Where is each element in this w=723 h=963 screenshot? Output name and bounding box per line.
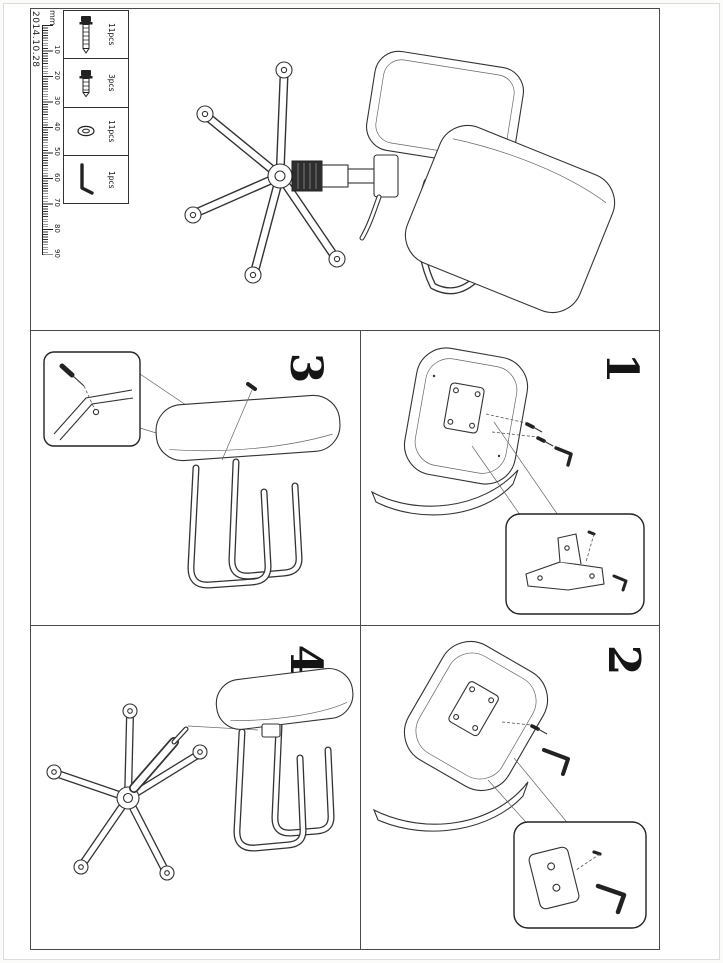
part-qty: 1pcs <box>107 170 116 189</box>
allen-key-icon <box>80 163 94 196</box>
ruler-tick-label: 80 <box>53 224 61 233</box>
washer-icon <box>77 125 95 137</box>
ruler-tick-label: 20 <box>53 71 61 80</box>
date-stamp: 2014.10.28 <box>30 11 40 68</box>
caster-wheel <box>184 61 346 284</box>
inset-detail-box <box>513 821 647 929</box>
content-frame <box>30 8 660 950</box>
armrest-frame <box>233 722 335 852</box>
ruler-tick-label: 30 <box>53 96 61 105</box>
ruler-unit-label: mm <box>48 10 57 26</box>
mounting-plate <box>443 382 485 434</box>
inset-detail-box <box>43 351 141 447</box>
screws <box>485 413 554 447</box>
inset-detail-box <box>505 513 645 615</box>
ruler: mm 10 20 30 40 50 60 70 80 90 <box>41 10 62 262</box>
ruler-tick-label: 10 <box>53 45 61 54</box>
backrest-cushion <box>404 124 616 314</box>
ruler-tick-label: 70 <box>53 198 61 207</box>
part-qty: 11pcs <box>107 119 116 143</box>
panel-divider-vertical <box>360 330 361 950</box>
allen-key <box>554 446 573 467</box>
lift-socket <box>261 723 281 738</box>
short-bolt-icon <box>79 69 93 98</box>
gas-cylinder <box>291 160 375 192</box>
seat-cushion <box>155 394 341 462</box>
chair-base <box>46 703 208 881</box>
parts-row: 11pcs <box>64 108 128 156</box>
gas-cylinder <box>129 726 189 793</box>
chair-base <box>184 61 346 284</box>
armrest-frame <box>187 458 303 589</box>
ruler-tick-label: 90 <box>53 249 61 258</box>
part-qty: 11pcs <box>107 23 116 46</box>
tilt-mechanism <box>359 154 399 241</box>
step-3-illustration <box>43 351 341 589</box>
ruler-tick-label: 50 <box>53 147 61 156</box>
step-2-illustration <box>372 641 647 929</box>
parts-row: 3pcs <box>64 59 128 108</box>
mounting-plate <box>448 681 499 737</box>
ruler-tick-label: 60 <box>53 173 61 182</box>
long-bolt-icon <box>79 15 93 54</box>
panel-divider-horizontal-1 <box>30 330 660 331</box>
parts-row: 11pcs <box>64 11 128 60</box>
allen-key <box>542 748 570 776</box>
parts-table: 11pcs 3pcs 11pcs 1pcs <box>63 10 129 204</box>
part-qty: 3pcs <box>107 74 116 92</box>
step-4-illustration <box>46 667 354 881</box>
step-1-illustration <box>370 347 645 615</box>
ruler-scale <box>42 25 53 255</box>
ruler-tick-label: 40 <box>53 122 61 131</box>
seat-cushion <box>215 667 354 730</box>
panel-divider-horizontal-2 <box>30 625 660 626</box>
assembled-chair-illustration <box>184 50 616 314</box>
parts-row: 1pcs <box>64 156 128 203</box>
